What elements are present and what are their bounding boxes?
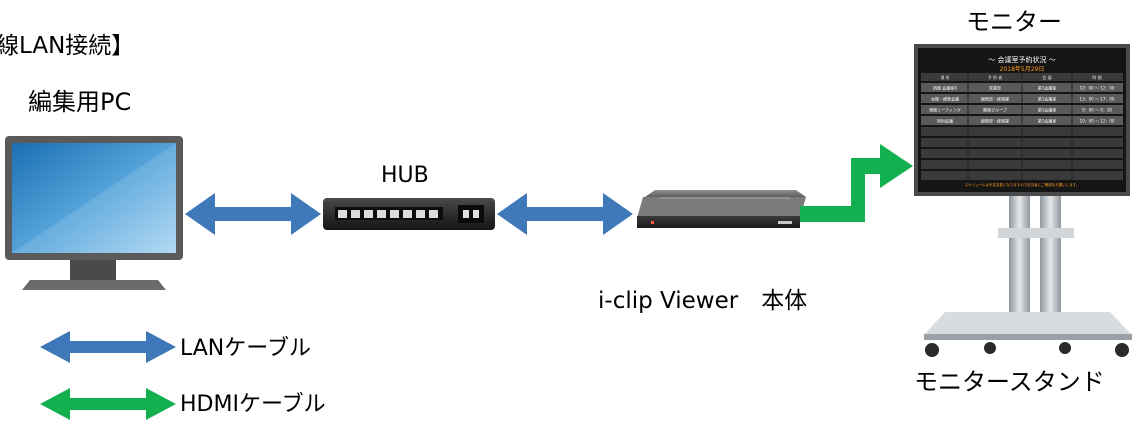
legend-lan-label: LANケーブル [180, 336, 311, 361]
screen-header: 予 約 者 [988, 74, 1003, 80]
screen-header: 時 間 [1092, 74, 1101, 80]
monitor-icon: ～ 会議室予約状況 ～ 2018年5月29日 場 所 予 約 者 会 議 時 間… [914, 44, 1132, 357]
pc-label: 編集用PC [28, 88, 132, 116]
screen-cell: 13：00 ～ 17：00 [1080, 97, 1115, 102]
monitor-label: モニター [966, 8, 1062, 36]
viewer-device-icon [637, 190, 806, 228]
screen-cell: 9：00 ～ 9：30 [1082, 108, 1112, 113]
screen-cell: 第1会議室 [1038, 96, 1057, 102]
stand-label: モニタースタンド [914, 368, 1105, 396]
lan-arrow-pc-hub [185, 193, 321, 235]
viewer-label: i-clip Viewer 本体 [598, 288, 808, 314]
screen-title: ～ 会議室予約状況 ～ [988, 55, 1055, 64]
screen-cell: 総務部・経理課 [981, 118, 1009, 124]
hub-icon [323, 198, 495, 230]
diagram-title: 線LAN接続】 [0, 33, 135, 59]
screen-table [921, 73, 1123, 180]
screen-cell: 営業部 [989, 85, 1001, 91]
screen-cell: 東館ミーティング [929, 107, 961, 113]
screen-footer: スケジュールは予定変更となりますので担当者にご確認をお願いします。 [965, 182, 1080, 187]
screen-cell: 10：00 ～ 12：00 [1080, 119, 1115, 124]
lan-arrow-hub-viewer [497, 193, 633, 235]
screen-cell: 第1会議室 [1038, 107, 1057, 113]
screen-cell: 西館 会議室A [933, 85, 957, 91]
legend-hdmi-label: HDMIケーブル [180, 392, 326, 417]
legend-lan-arrow [40, 331, 176, 363]
screen-cell: 総務部・経理課 [981, 96, 1009, 102]
screen-date: 2018年5月29日 [1000, 65, 1045, 73]
screen-cell: 開発グループ [983, 107, 1007, 113]
screen-cell: 10：00 ～ 12：00 [1080, 86, 1115, 91]
screen-cell: 本館・標準会議 [931, 96, 959, 102]
hub-label: HUB [381, 163, 429, 188]
screen-cell: 第1会議室 [1038, 85, 1057, 91]
screen-cell: 第1会議室 [1038, 118, 1057, 124]
screen-cell: 特別会議 [937, 118, 953, 124]
screen-header: 会 議 [1042, 74, 1051, 80]
hdmi-arrow-viewer-monitor [800, 144, 913, 222]
screen-header: 場 所 [940, 74, 949, 80]
legend-hdmi-arrow [40, 388, 176, 420]
pc-icon [5, 136, 183, 290]
